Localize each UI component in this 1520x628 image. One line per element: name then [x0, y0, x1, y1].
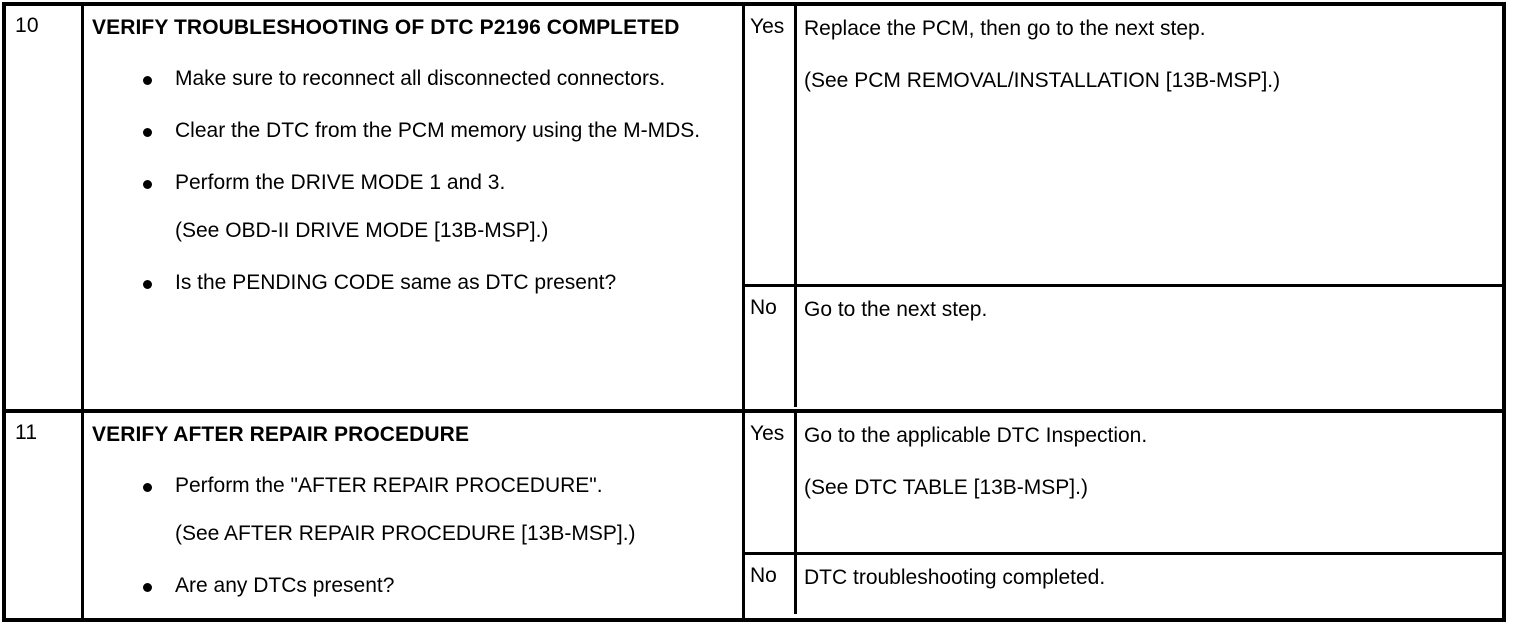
list-item: Clear the DTC from the PCM memory using …: [92, 116, 732, 146]
list-item: Perform the DRIVE MODE 1 and 3.: [92, 168, 732, 198]
action-bullet-list: Make sure to reconnect all disconnected …: [92, 64, 732, 298]
answer-result-no: DTC troubleshooting completed.: [797, 555, 1502, 614]
list-item: Is the PENDING CODE same as DTC present?: [92, 268, 732, 298]
action-cell: VERIFY AFTER REPAIR PROCEDURE Perform th…: [84, 413, 745, 618]
answer-yes-block: Yes Replace the PCM, then go to the next…: [745, 6, 1502, 287]
action-heading: VERIFY TROUBLESHOOTING OF DTC P2196 COMP…: [92, 16, 680, 39]
action-cell: VERIFY TROUBLESHOOTING OF DTC P2196 COMP…: [84, 6, 745, 409]
list-item: Perform the "AFTER REPAIR PROCEDURE".: [92, 471, 732, 501]
troubleshooting-table: 10 VERIFY TROUBLESHOOTING OF DTC P2196 C…: [2, 2, 1506, 622]
answers-cell: Yes Go to the applicable DTC Inspection.…: [745, 413, 1502, 618]
answer-label-yes: Yes: [745, 6, 797, 284]
action-bullet-list: Perform the "AFTER REPAIR PROCEDURE". (S…: [92, 471, 732, 601]
list-item: Make sure to reconnect all disconnected …: [92, 64, 732, 94]
step-number: 10: [15, 14, 39, 37]
answer-label-yes: Yes: [745, 413, 797, 552]
step-number: 11: [15, 421, 38, 444]
list-item-reference: (See OBD-II DRIVE MODE [13B-MSP].): [175, 219, 549, 242]
answer-result-yes: Go to the applicable DTC Inspection. (Se…: [797, 413, 1502, 552]
step-number-cell: 11: [6, 413, 84, 618]
answer-line: Go to the applicable DTC Inspection.: [804, 424, 1148, 447]
answer-reference-line: (See PCM REMOVAL/INSTALLATION [13B-MSP].…: [804, 69, 1281, 92]
answer-result-yes: Replace the PCM, then go to the next ste…: [797, 6, 1502, 284]
step-number-cell: 10: [6, 6, 84, 409]
answer-line: Replace the PCM, then go to the next ste…: [804, 17, 1206, 40]
answer-line: Go to the next step.: [804, 298, 988, 321]
answer-line: DTC troubleshooting completed.: [804, 566, 1106, 589]
answer-no-block: No DTC troubleshooting completed.: [745, 555, 1502, 614]
action-heading: VERIFY AFTER REPAIR PROCEDURE: [92, 423, 470, 446]
table-row: 10 VERIFY TROUBLESHOOTING OF DTC P2196 C…: [6, 6, 1502, 413]
answer-reference-line: (See DTC TABLE [13B-MSP].): [804, 476, 1088, 499]
answer-yes-block: Yes Go to the applicable DTC Inspection.…: [745, 413, 1502, 555]
answers-cell: Yes Replace the PCM, then go to the next…: [745, 6, 1502, 409]
table-row: 11 VERIFY AFTER REPAIR PROCEDURE Perform…: [6, 413, 1502, 618]
answer-result-no: Go to the next step.: [797, 287, 1502, 407]
answer-no-block: No Go to the next step.: [745, 287, 1502, 407]
list-item-reference: (See AFTER REPAIR PROCEDURE [13B-MSP].): [175, 522, 636, 545]
answer-label-no: No: [745, 287, 797, 407]
answer-label-no: No: [745, 555, 797, 614]
list-item: Are any DTCs present?: [92, 571, 732, 601]
